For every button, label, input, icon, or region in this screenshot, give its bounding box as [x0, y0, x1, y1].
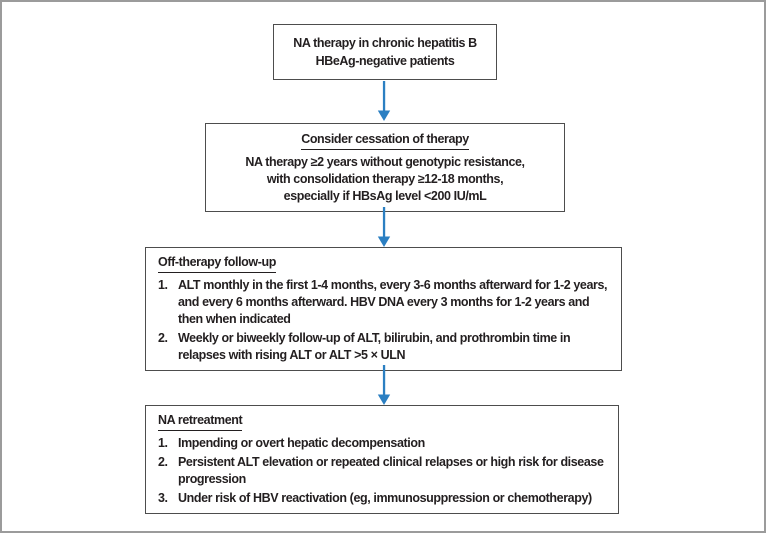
box-title: Consider cessation of therapy	[301, 131, 469, 150]
list-item-number: 1.	[158, 278, 168, 292]
list-item-text: Under risk of HBV reactivation (eg, immu…	[178, 491, 592, 505]
box-title-wrap: NA retreatment	[158, 412, 614, 431]
flow-box-start: NA therapy in chronic hepatitis B HBeAg-…	[273, 24, 497, 80]
list-item: 3. Under risk of HBV reactivation (eg, i…	[158, 490, 614, 507]
flow-box-consider-cessation: Consider cessation of therapy NA therapy…	[205, 123, 565, 212]
list-item: 2. Persistent ALT elevation or repeated …	[158, 454, 614, 488]
box-text-line: especially if HBsAg level <200 IU/mL	[283, 189, 487, 203]
box-text-line: NA therapy in chronic hepatitis B	[293, 36, 477, 50]
list-item-number: 1.	[158, 436, 168, 450]
down-arrow-icon	[376, 365, 392, 405]
list-item-number: 2.	[158, 455, 168, 469]
down-arrow-icon	[376, 81, 392, 121]
down-arrow-icon	[376, 207, 392, 247]
list-item-text: Impending or overt hepatic decompensatio…	[178, 436, 425, 450]
list-item: 2. Weekly or biweekly follow-up of ALT, …	[158, 330, 617, 364]
box-title-wrap: Off-therapy follow-up	[158, 254, 617, 273]
list-item-text: ALT monthly in the first 1-4 months, eve…	[178, 278, 608, 326]
list-item-number: 3.	[158, 491, 168, 505]
list-item: 1. Impending or overt hepatic decompensa…	[158, 435, 614, 452]
list-item-text: Persistent ALT elevation or repeated cli…	[178, 455, 604, 486]
down-arrow-glyph	[377, 207, 391, 247]
box-title: Off-therapy follow-up	[158, 254, 276, 273]
box-title-wrap: Consider cessation of therapy	[212, 131, 558, 150]
list-item-number: 2.	[158, 331, 168, 345]
flow-box-off-therapy-follow-up: Off-therapy follow-up 1. ALT monthly in …	[145, 247, 622, 371]
down-arrow-glyph	[377, 81, 391, 121]
box-text-line: with consolidation therapy ≥12-18 months…	[266, 172, 504, 186]
box-title: NA retreatment	[158, 412, 243, 431]
list-item: 1. ALT monthly in the first 1-4 months, …	[158, 277, 617, 328]
down-arrow-glyph	[377, 365, 391, 405]
box-text-line: NA therapy ≥2 years without genotypic re…	[245, 155, 525, 169]
list-item-text: Weekly or biweekly follow-up of ALT, bil…	[178, 331, 571, 362]
box-text-line: HBeAg-negative patients	[315, 54, 455, 68]
flow-box-na-retreatment: NA retreatment 1. Impending or overt hep…	[145, 405, 619, 514]
